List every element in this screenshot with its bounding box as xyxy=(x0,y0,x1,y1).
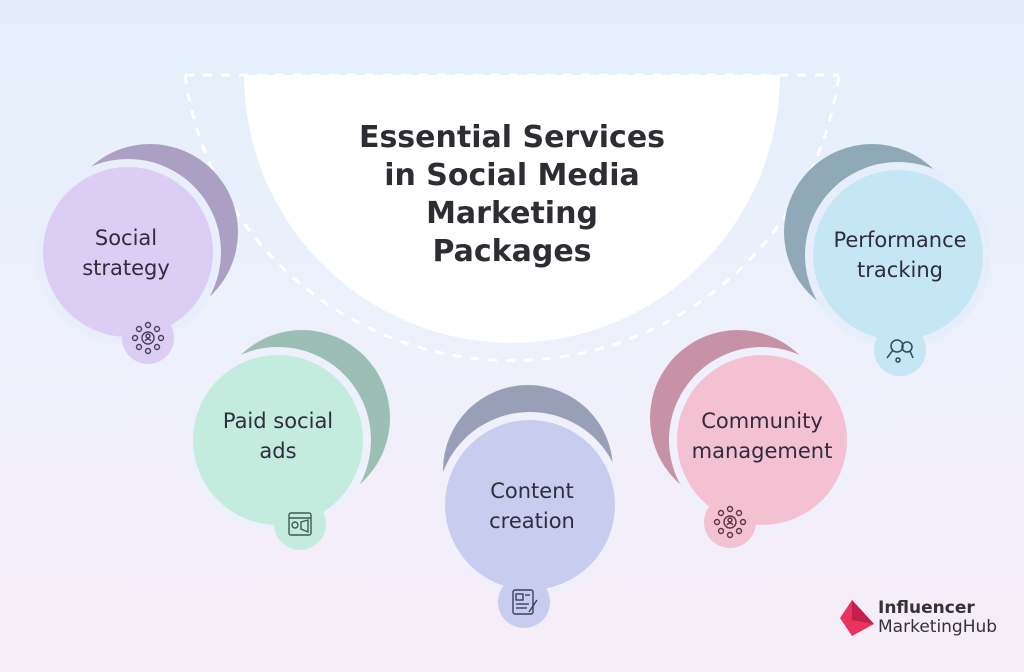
title-line: Marketing xyxy=(426,196,598,231)
logo-line-1: Influencer xyxy=(878,598,975,618)
influencer-marketing-hub-logo: Influencer MarketingHub xyxy=(838,598,997,638)
service-label: Content creation xyxy=(489,476,575,536)
service-label: Performance tracking xyxy=(833,225,966,285)
label-line: Community xyxy=(701,409,823,433)
title-half-circle xyxy=(244,75,780,343)
label-line: Performance xyxy=(833,228,967,252)
label-line: Social xyxy=(94,226,158,250)
label-line: Content xyxy=(490,479,574,503)
document-edit-icon xyxy=(512,589,538,615)
network-person-icon xyxy=(713,505,747,539)
label-line: creation xyxy=(489,509,575,533)
title-line: Essential Services xyxy=(358,120,666,155)
service-label: Social strategy xyxy=(82,223,170,283)
service-label: Paid social ads xyxy=(223,406,333,466)
label-line: ads xyxy=(259,439,297,463)
logo-line-2: MarketingHub xyxy=(878,617,998,637)
label-line: management xyxy=(691,439,833,463)
ad-browser-megaphone-icon xyxy=(288,512,312,536)
title-line: in Social Media xyxy=(384,158,640,193)
magnifier-analytics-icon xyxy=(886,339,914,363)
network-person-icon xyxy=(131,321,165,355)
label-line: tracking xyxy=(857,258,943,282)
service-label: Community management xyxy=(692,406,833,466)
service-social-strategy xyxy=(35,144,238,364)
label-line: strategy xyxy=(82,256,170,280)
service-content-creation xyxy=(437,385,623,628)
logo-mark-icon xyxy=(840,600,874,636)
label-line: Paid social xyxy=(222,409,334,433)
title-line: Packages xyxy=(432,234,592,269)
service-paid-social-ads xyxy=(185,330,390,550)
diagram-title: Essential Services in Social Media Marke… xyxy=(359,119,665,271)
service-performance-tracking xyxy=(784,144,991,376)
